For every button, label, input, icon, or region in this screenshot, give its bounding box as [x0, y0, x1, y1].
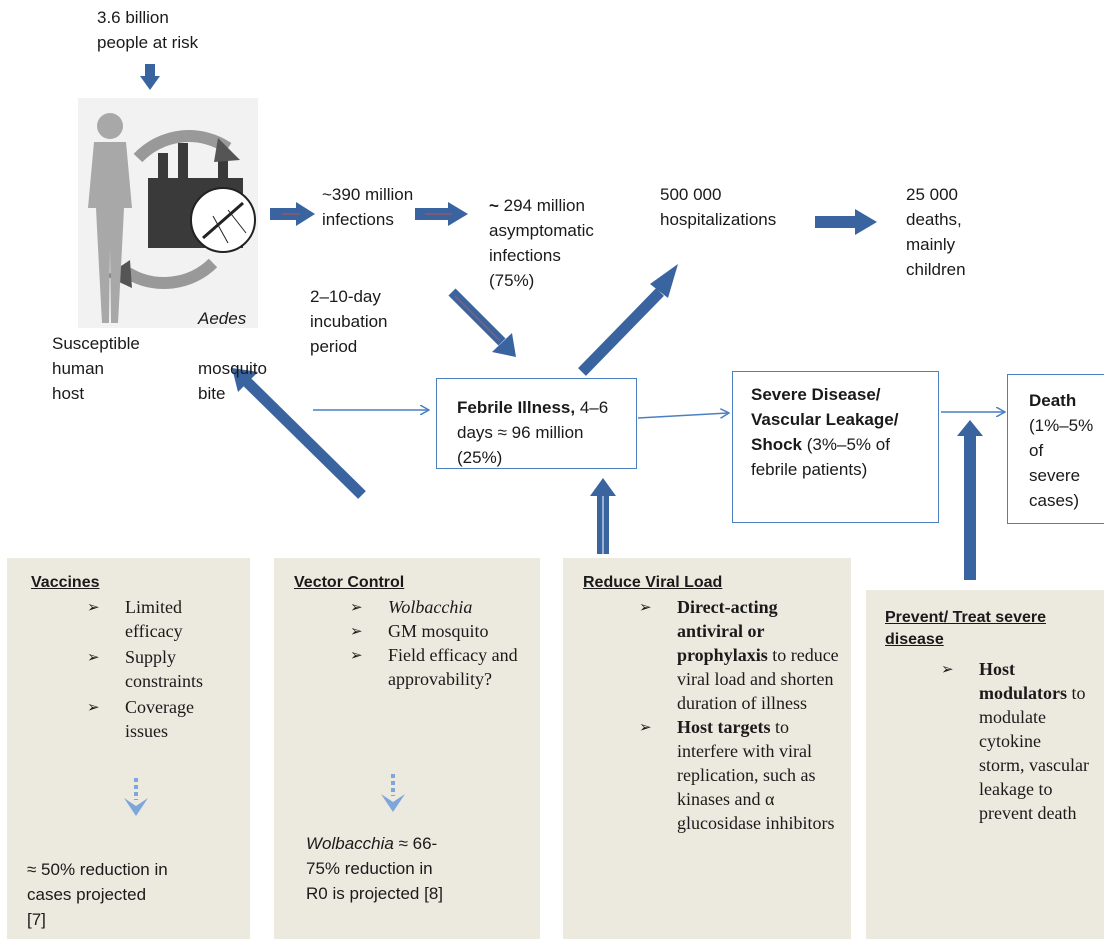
arrow-bullet-icon: ➢ — [350, 646, 363, 664]
hospitalizations-label: 500 000 hospitalizations — [660, 185, 777, 229]
febrile-to-hospitalizations-arrow — [578, 264, 678, 376]
vaccines-list: ➢ Limited efficacy ➢ Supply constraints ➢ C… — [87, 595, 240, 743]
list-item: ➢ Host modulators to modulate cytokine st… — [941, 657, 1089, 825]
deaths-label: 25 000 deaths, mainly children — [906, 185, 966, 279]
list-item: ➢ Field efficacy and approvability? — [350, 643, 528, 691]
dashed-down-arrow-icon — [381, 774, 405, 812]
febrile-illness-box: Febrile Illness, 4–6 days ≈ 96 million (… — [436, 378, 637, 469]
prevent-up-arrow — [957, 420, 983, 580]
list-item-bold: Direct-acting antiviral or prophylaxis — [677, 597, 778, 665]
list-item: ➢ Limited efficacy — [87, 595, 240, 643]
list-item-text: Limited efficacy — [125, 597, 183, 641]
list-item: ➢ Coverage issues — [87, 695, 240, 743]
reduce-viral-load-panel: Reduce Viral Load ➢ Direct-acting antivir… — [563, 558, 851, 939]
prevent-treat-title: Prevent/ Treat severe disease — [885, 609, 1046, 648]
infections-to-asymptomatic-arrow — [415, 202, 468, 226]
febrile-detail: 4–6 days ≈ 96 million (25%) — [457, 398, 609, 467]
list-item: ➢Direct-acting antiviral or prophylaxis … — [639, 595, 842, 715]
list-item: ➢ Supply constraints — [87, 645, 240, 693]
arrow-bullet-icon: ➢ — [941, 660, 954, 678]
wolbacchia-label: Wolbacchia — [306, 834, 394, 853]
asymptomatic-label: ~ 294 million asymptomatic infections (7… — [489, 193, 594, 293]
severe-title: Severe Disease/ Vascular Leakage/ Shock — [751, 385, 899, 454]
death-box: Death (1%–5% of severe cases) — [1007, 374, 1104, 524]
at-risk-label: 3.6 billion people at risk — [97, 8, 199, 52]
bite-to-infections-arrow — [270, 202, 315, 226]
vaccines-panel: Vaccines ➢ Limited efficacy ➢ Supply const… — [7, 558, 250, 939]
incubation-label: 2–10-day incubation period — [310, 287, 388, 356]
vector-outcome-text: ≈ 66- 75% reduction in R0 is projected [… — [306, 834, 444, 903]
vaccines-outcome: ≈ 50% reduction in cases projected [7] — [27, 860, 168, 929]
list-item-text: to interfere with viral replication, suc… — [677, 717, 835, 833]
host-cycle-icon — [88, 113, 256, 323]
severe-disease-box: Severe Disease/ Vascular Leakage/ Shock … — [732, 371, 939, 523]
bite-label: mosquito bite — [198, 359, 267, 403]
arrow-bullet-icon: ➢ — [87, 648, 100, 666]
vector-control-title: Vector Control — [294, 574, 405, 591]
dashed-down-arrow-icon — [124, 778, 148, 816]
list-item: ➢ Host targets to interfere with viral re… — [639, 715, 842, 835]
list-item-bold: Host targets — [677, 717, 771, 737]
febrile-title: Febrile Illness, — [457, 398, 576, 417]
vector-control-list: ➢ Wolbacchia ➢ GM mosquito ➢ Field efficacy… — [350, 595, 528, 691]
list-item-bold: Host modulators — [979, 659, 1068, 703]
list-item-text: Wolbacchia — [388, 597, 473, 617]
host-mosquito-illustration — [78, 98, 258, 328]
aedes-label: Aedes — [198, 309, 247, 328]
arrow-bullet-icon: ➢ — [87, 698, 100, 716]
list-item-text: Supply constraints — [125, 647, 203, 691]
list-item: ➢ GM mosquito — [350, 619, 528, 643]
prevent-treat-list: ➢ Host modulators to modulate cytokine st… — [941, 657, 1089, 825]
host-label: Susceptible human host — [52, 334, 140, 403]
death-detail: (1%–5% of severe cases) — [1029, 416, 1094, 510]
prevent-treat-panel: Prevent/ Treat severe disease ➢ Host modu… — [866, 590, 1104, 939]
arrow-bullet-icon: ➢ — [639, 718, 652, 736]
asymptomatic-text: 294 million asymptomatic infections (75%… — [489, 196, 594, 290]
febrile-to-severe-thin-arrow — [637, 413, 728, 419]
viral-load-up-arrow — [590, 478, 616, 554]
list-item-text: Field efficacy and approvability? — [388, 645, 518, 689]
reduce-viral-load-list: ➢Direct-acting antiviral or prophylaxis … — [639, 595, 842, 835]
list-item-text: Coverage issues — [125, 697, 194, 741]
hospitalizations-to-deaths-arrow — [815, 209, 877, 235]
arrow-bullet-icon: ➢ — [350, 598, 363, 616]
list-item: ➢ Wolbacchia — [350, 595, 528, 619]
incubation-to-febrile-arrow — [448, 288, 516, 357]
list-item-text: to modulate cytokine storm, vascular lea… — [979, 683, 1089, 823]
arrow-bullet-icon: ➢ — [87, 598, 100, 616]
list-item-text: to reduce viral load and shorten duratio… — [677, 645, 839, 713]
list-item-text: GM mosquito — [388, 621, 489, 641]
arrow-bullet-icon: ➢ — [639, 598, 652, 616]
vaccines-to-host-arrow — [232, 368, 366, 499]
tilde-symbol: ~ — [489, 196, 499, 215]
vector-control-outcome: Wolbacchia ≈ 66- 75% reduction in R0 is … — [306, 831, 443, 906]
vector-control-panel: Vector Control ➢ Wolbacchia ➢ GM mosquito … — [274, 558, 540, 939]
infections-label: ~390 million infections — [322, 185, 414, 229]
mosquito-bite-label: Aedes mosquito bite — [198, 281, 267, 406]
death-title: Death — [1029, 391, 1077, 410]
severe-detail: (3%–5% of febrile patients) — [751, 435, 890, 479]
vaccines-title: Vaccines — [31, 574, 100, 591]
reduce-viral-load-title: Reduce Viral Load — [583, 574, 723, 591]
at-risk-down-arrow — [140, 64, 160, 90]
arrow-bullet-icon: ➢ — [350, 622, 363, 640]
